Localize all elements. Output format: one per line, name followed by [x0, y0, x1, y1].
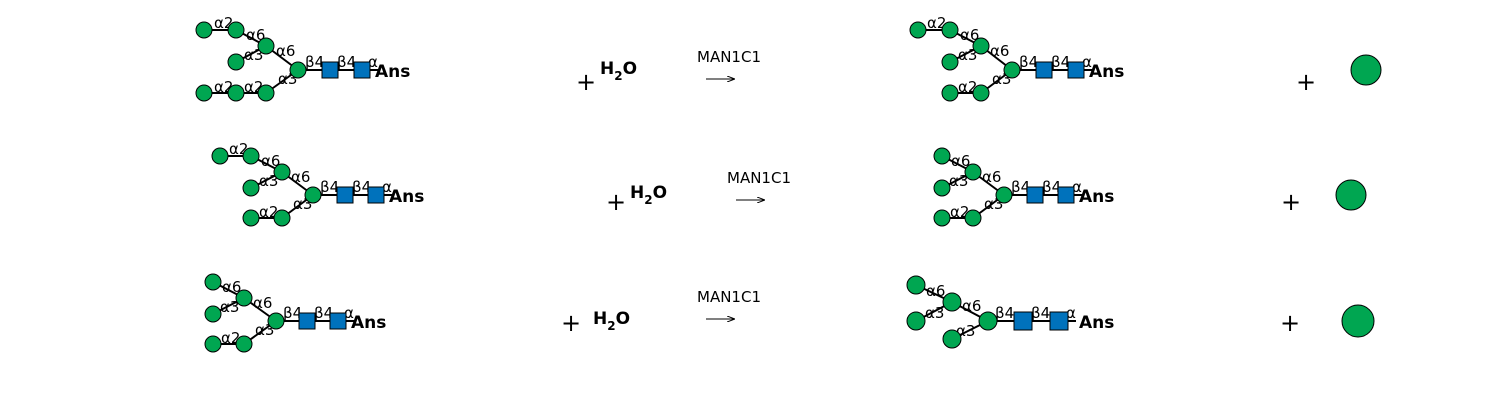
svg-text:H2O: H2O — [600, 59, 637, 83]
linkage-label: α6 — [962, 297, 981, 315]
reaction-row-3: α6 α3 α6 α2 α3 β4 β4 α Ans — [204, 273, 1375, 353]
linkage-label: α2 — [259, 203, 278, 221]
linkage-label: α6 — [960, 26, 979, 44]
linkage-label: β4 — [283, 304, 302, 322]
water: H2O — [630, 183, 667, 207]
linkage-label: α6 — [222, 278, 241, 296]
linkage-label: β4 — [1031, 304, 1050, 322]
linkage-label: α2 — [950, 203, 969, 221]
aglycone-label: Ans — [1079, 313, 1114, 333]
enzyme-label: MAN1C1 — [727, 169, 791, 187]
plus-sign: + — [1296, 68, 1316, 96]
linkage-label: α3 — [956, 322, 975, 340]
linkage-label: β4 — [314, 304, 333, 322]
reaction-row-2: α2 α6 α3 α6 α2 α3 β4 β4 α — [211, 140, 1367, 227]
substrate-glycan-1: α2 α6 α3 α6 α2 α2 α3 β4 β4 α — [195, 14, 410, 102]
aglycone-label: Ans — [1079, 187, 1114, 207]
aglycone-label: Ans — [389, 187, 424, 207]
water: H2O — [593, 309, 630, 333]
substrate-glycan-3: α6 α3 α6 α2 α3 β4 β4 α Ans — [204, 273, 386, 353]
plus-sign: + — [576, 68, 596, 96]
linkage-label: β4 — [1011, 178, 1030, 196]
product-glycan-3: α6 α3 α6 α3 β4 β4 α Ans — [906, 275, 1114, 349]
aglycone-label: Ans — [375, 62, 410, 82]
plus-sign: + — [606, 188, 626, 216]
linkage-label: α6 — [951, 152, 970, 170]
linkage-label: α — [1072, 178, 1082, 196]
linkage-label: α6 — [276, 42, 295, 60]
linkage-label: α3 — [259, 172, 278, 190]
mannose-product-icon — [1350, 54, 1382, 86]
linkage-label: α2 — [927, 14, 946, 32]
linkage-label: α3 — [244, 46, 263, 64]
glycan-linkage-labels: α2 α6 α3 α6 α2 α2 α3 β4 β4 α — [214, 14, 378, 96]
mannose-product-icon — [1335, 179, 1367, 211]
mannose-product-icon — [1341, 304, 1375, 338]
linkage-label: α2 — [958, 78, 977, 96]
plus-sign: + — [561, 309, 581, 337]
linkage-label: α3 — [949, 172, 968, 190]
product-glycan-2: α6 α3 α6 α2 α3 β4 β4 α Ans — [933, 147, 1114, 227]
linkage-label: α — [368, 53, 378, 71]
svg-text:H2O: H2O — [593, 309, 630, 333]
linkage-label: α — [1082, 53, 1092, 71]
linkage-label: β4 — [1019, 53, 1038, 71]
linkage-label: β4 — [305, 53, 324, 71]
linkage-label: α6 — [253, 294, 272, 312]
linkage-label: β4 — [1051, 53, 1070, 71]
linkage-label: α6 — [982, 168, 1001, 186]
linkage-label: α6 — [926, 282, 945, 300]
linkage-label: α3 — [958, 46, 977, 64]
linkage-label: α6 — [291, 168, 310, 186]
linkage-label: β4 — [337, 53, 356, 71]
plus-sign: + — [1280, 309, 1300, 337]
product-glycan-1: α2 α6 α3 α6 α2 α3 β4 β4 α — [909, 14, 1124, 102]
linkage-label: α3 — [220, 298, 239, 316]
linkage-label: α6 — [990, 42, 1009, 60]
substrate-glycan-2: α2 α6 α3 α6 α2 α3 β4 β4 α — [211, 140, 424, 227]
linkage-label: α — [344, 304, 354, 322]
mannose-residues — [195, 21, 307, 102]
linkage-label: β4 — [995, 304, 1014, 322]
linkage-label: α2 — [221, 329, 240, 347]
water: H2O — [600, 59, 637, 83]
enzyme-label: MAN1C1 — [697, 48, 761, 66]
linkage-label: α3 — [925, 304, 944, 322]
plus-sign: + — [1281, 188, 1301, 216]
linkage-label: β4 — [352, 178, 371, 196]
glcnac-residues — [321, 61, 371, 79]
linkage-label: α6 — [261, 152, 280, 170]
aglycone-label: Ans — [351, 313, 386, 333]
linkage-label: α — [382, 178, 392, 196]
reaction-row-1: α2 α6 α3 α6 α2 α2 α3 β4 β4 α — [195, 14, 1382, 102]
svg-text:H2O: H2O — [630, 183, 667, 207]
linkage-label: α — [1066, 304, 1076, 322]
enzyme-label: MAN1C1 — [697, 288, 761, 306]
linkage-label: β4 — [320, 178, 339, 196]
linkage-label: β4 — [1042, 178, 1061, 196]
aglycone-label: Ans — [1089, 62, 1124, 82]
